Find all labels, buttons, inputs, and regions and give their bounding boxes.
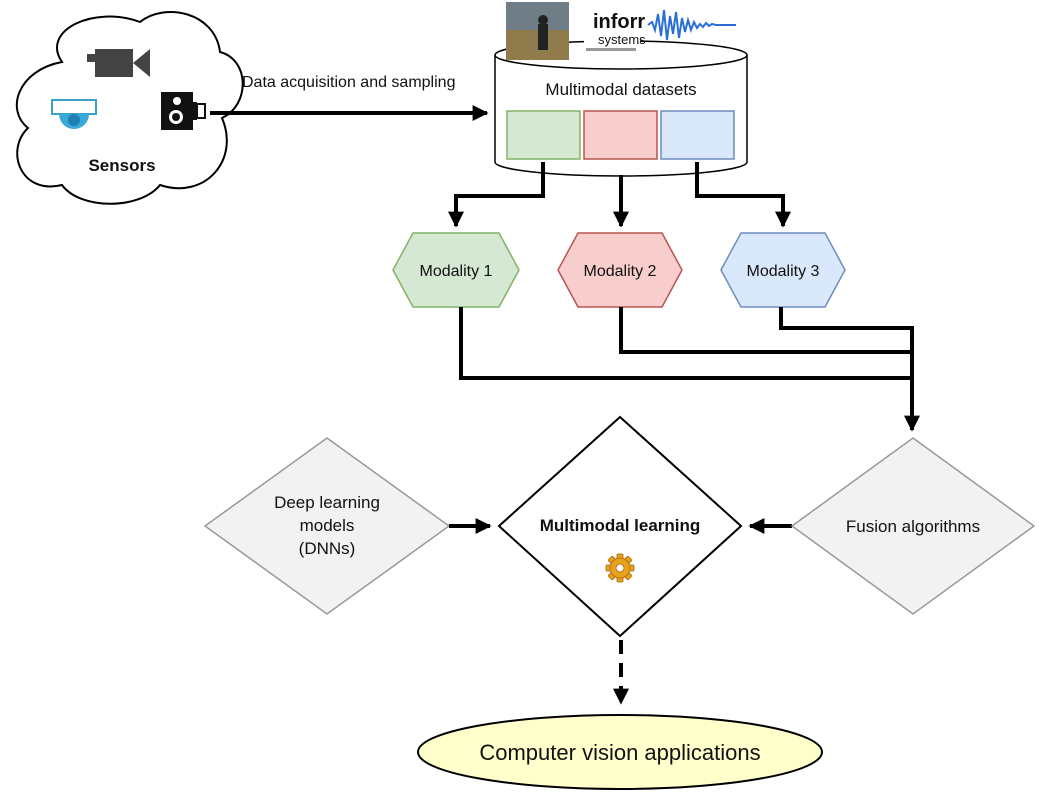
acquisition-label: Data acquisition and sampling	[242, 74, 455, 91]
modality-1-label: Modality 1	[420, 263, 493, 280]
thumb-text-line-1: inforr	[593, 11, 645, 33]
sensors-cloud	[15, 11, 244, 205]
modality-1-hexagon	[392, 232, 520, 308]
dome-camera-icon	[51, 99, 97, 129]
modality-2-hexagon	[557, 232, 683, 308]
connector-modality-1-to-fusion	[459, 307, 912, 380]
modality-3-label: Modality 3	[747, 263, 820, 280]
connector-to-modality-1	[448, 162, 545, 228]
photo-thumbnail	[506, 2, 569, 60]
gear-icon	[605, 553, 635, 583]
connector-to-modality-3	[695, 162, 791, 228]
audio-waveform-icon	[647, 9, 736, 41]
fusion-diamond	[790, 437, 1036, 615]
deep-learning-label-line-3: (DNNs)	[299, 539, 356, 558]
applications-ellipse	[417, 714, 823, 790]
dataset-block-green	[506, 110, 581, 160]
deep-learning-diamond	[203, 437, 451, 615]
connector-modality-3-to-fusion	[779, 307, 920, 432]
multimodal-learning-label: Multimodal learning	[540, 516, 701, 535]
modality-3-hexagon	[720, 232, 846, 308]
sensors-label: Sensors	[88, 156, 155, 175]
multimodal-learning-diamond	[497, 415, 743, 638]
connector-modality-2-to-fusion	[619, 307, 912, 354]
thumb-text-line-2: systems	[598, 32, 646, 47]
video-camera-icon	[87, 49, 150, 77]
fusion-label: Fusion algorithms	[846, 517, 980, 536]
text-thumbnail: inforr systems	[584, 4, 646, 56]
applications-label: Computer vision applications	[479, 740, 760, 765]
speed-camera-icon	[161, 92, 206, 130]
dataset-block-blue	[660, 110, 735, 160]
modality-2-label: Modality 2	[584, 263, 657, 280]
dataset-block-red	[583, 110, 658, 160]
deep-learning-label-line-2: models	[300, 516, 355, 535]
deep-learning-label-line-1: Deep learning	[274, 493, 380, 512]
datasets-label: Multimodal datasets	[545, 80, 696, 99]
